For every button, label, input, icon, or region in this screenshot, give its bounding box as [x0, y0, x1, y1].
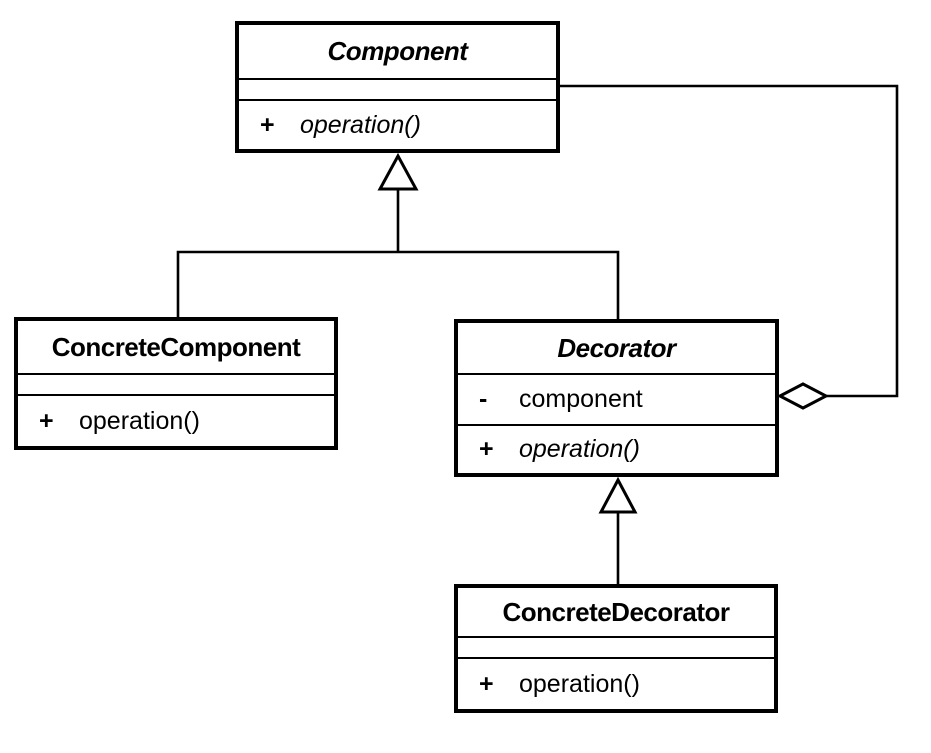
- attributes-compartment: - component: [458, 375, 775, 426]
- methods-compartment: + operation(): [239, 101, 556, 149]
- method-signature: operation(): [519, 435, 640, 463]
- method-signature: operation(): [79, 406, 200, 435]
- aggregation-diamond-icon: [776, 382, 830, 410]
- visibility-sign: +: [260, 110, 275, 139]
- generalization-triangle-icon: [377, 152, 419, 191]
- class-title: ConcreteDecorator: [458, 588, 774, 638]
- method-row: + operation(): [239, 101, 556, 149]
- class-title: ConcreteComponent: [18, 321, 334, 375]
- visibility-sign: +: [479, 435, 494, 463]
- attribute-name: component: [519, 385, 643, 413]
- attributes-compartment: [18, 375, 334, 396]
- aggregation-line: [560, 84, 899, 398]
- method-row: + operation(): [458, 426, 775, 473]
- generalization-triangle-icon: [598, 476, 638, 514]
- class-title: Component: [239, 25, 556, 80]
- visibility-sign: +: [479, 669, 494, 698]
- method-signature: operation(): [300, 110, 421, 139]
- visibility-sign: +: [39, 406, 54, 435]
- methods-compartment: + operation(): [18, 396, 334, 446]
- class-box-concrete-component: ConcreteComponent + operation(): [14, 317, 338, 450]
- methods-compartment: + operation(): [458, 426, 775, 473]
- class-box-decorator: Decorator - component + operation(): [454, 319, 779, 477]
- class-box-component: Component + operation(): [235, 21, 560, 153]
- visibility-sign: -: [479, 385, 488, 413]
- aggregation-link-decorator-to-component: [560, 84, 899, 410]
- generalization-link-to-decorator: [598, 476, 638, 586]
- class-box-concrete-decorator: ConcreteDecorator + operation(): [454, 584, 778, 713]
- generalization-link-to-component: [176, 152, 620, 321]
- class-title: Decorator: [458, 323, 775, 375]
- method-row: + operation(): [18, 396, 334, 446]
- attributes-compartment: [458, 638, 774, 659]
- attribute-row: - component: [458, 375, 775, 424]
- method-row: + operation(): [458, 659, 774, 709]
- generalization-lines: [176, 187, 620, 321]
- attributes-compartment: [239, 80, 556, 101]
- method-signature: operation(): [519, 669, 640, 698]
- methods-compartment: + operation(): [458, 659, 774, 709]
